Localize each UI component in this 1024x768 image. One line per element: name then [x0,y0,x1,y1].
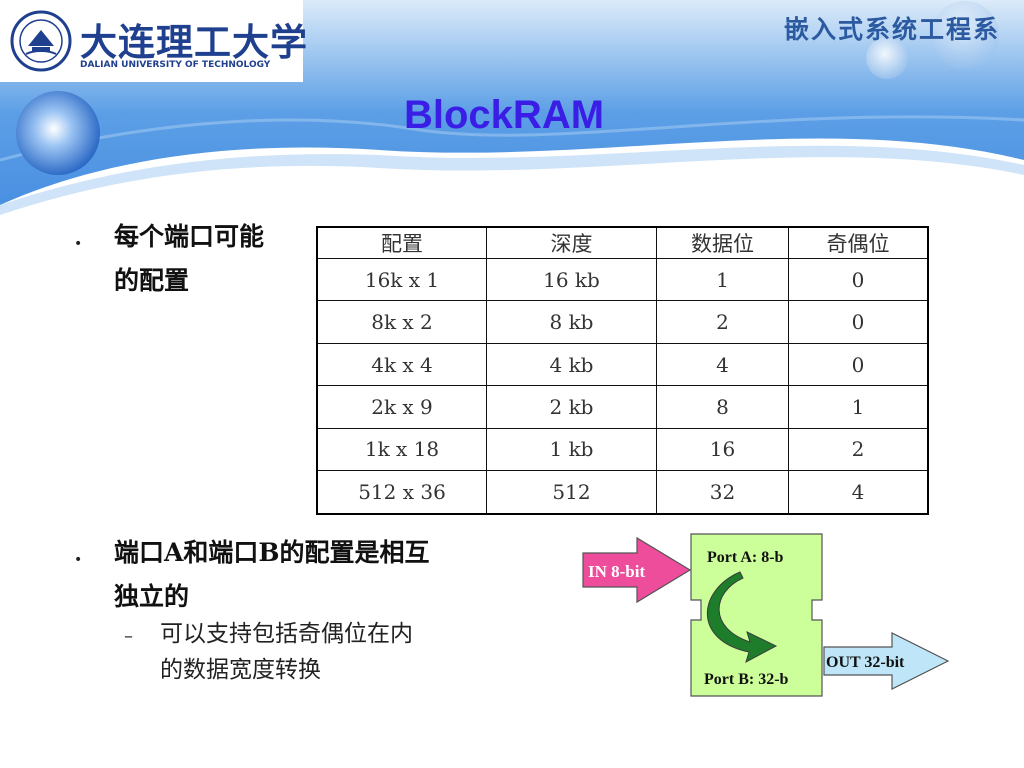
table-cell: 16k x 1 [316,257,487,302]
table-header-cell: 数据位 [656,226,789,259]
table-cell: 4 [656,342,789,387]
slide-title: BlockRAM [404,93,605,137]
university-name-en: DALIAN UNIVERSITY OF TECHNOLOGY [80,60,271,70]
university-emblem-icon [10,10,72,72]
department-title: 嵌入式系统工程系 [783,15,1000,44]
bullet-1-text: 每个端口可能 的配置 [114,215,264,303]
configuration-table: 配置 深度 数据位 奇偶位 16k x 1 16 kb 1 0 8k x 2 8… [316,226,929,515]
table-row: 1k x 18 1 kb 16 2 [316,427,929,472]
table-cell: 32 [656,470,789,515]
sub-bullet-text: 可以支持包括奇偶位在内 的数据宽度转换 [160,616,413,688]
table-cell: 16 kb [486,257,657,302]
table-cell: 1 kb [486,427,657,472]
in-arrow [582,536,692,604]
table-cell: 4 [788,470,929,515]
sub-bullet-line-2: 的数据宽度转换 [160,657,321,683]
table-cell: 0 [788,342,929,387]
table-cell: 8 kb [486,300,657,344]
table-cell: 8k x 2 [316,300,487,344]
bullet-marker: • [74,236,83,252]
table-header-cell: 配置 [316,226,487,259]
dual-port-block [690,533,823,697]
sub-bullet-marker: – [124,626,133,647]
table-row: 16k x 1 16 kb 1 0 [316,257,929,302]
table-cell: 16 [656,427,789,472]
table-header-cell: 深度 [486,226,657,259]
table-cell: 4k x 4 [316,342,487,387]
table-cell: 2 kb [486,385,657,429]
table-cell: 4 kb [486,342,657,387]
port-a-label: Port A: 8-b [707,549,784,566]
table-row: 2k x 9 2 kb 8 1 [316,385,929,429]
sub-bullet-line-1: 可以支持包括奇偶位在内 [160,621,413,647]
bullet-1-line-2: 的配置 [114,266,190,295]
conversion-curve-arrow [707,571,778,664]
port-width-diagram: IN 8-bit Port A: 8-b Port B: 32-b OUT 32… [582,533,950,697]
table-header-cell: 奇偶位 [788,226,929,259]
bullet-2-text: 端口A和端口B的配置是相互 独立的 [114,531,430,619]
port-b-label: Port B: 32-b [704,671,789,688]
table-header-row: 配置 深度 数据位 奇偶位 [316,226,929,259]
table-cell: 2 [656,300,789,344]
table-cell: 0 [788,257,929,302]
bullet-2-line-1: 端口A和端口B的配置是相互 [114,538,430,567]
table-cell: 8 [656,385,789,429]
table-row: 4k x 4 4 kb 4 0 [316,342,929,387]
table-cell: 2 [788,427,929,472]
in-arrow-label: IN 8-bit [588,562,645,581]
table-cell: 0 [788,300,929,344]
university-logo: 大连理工大学 DALIAN UNIVERSITY OF TECHNOLOGY [0,0,307,82]
table-row: 512 x 36 512 32 4 [316,470,929,515]
bullet-2-line-2: 独立的 [114,582,190,611]
out-arrow-label: OUT 32-bit [826,654,905,671]
university-name-cn: 大连理工大学 [80,20,308,64]
bullet-marker: • [74,552,83,568]
table-cell: 1 [656,257,789,302]
table-cell: 512 x 36 [316,470,487,515]
table-row: 8k x 2 8 kb 2 0 [316,300,929,344]
table-cell: 1 [788,385,929,429]
table-cell: 1k x 18 [316,427,487,472]
table-cell: 2k x 9 [316,385,487,429]
out-arrow [823,632,950,690]
table-cell: 512 [486,470,657,515]
bullet-1-line-1: 每个端口可能 [114,222,265,251]
